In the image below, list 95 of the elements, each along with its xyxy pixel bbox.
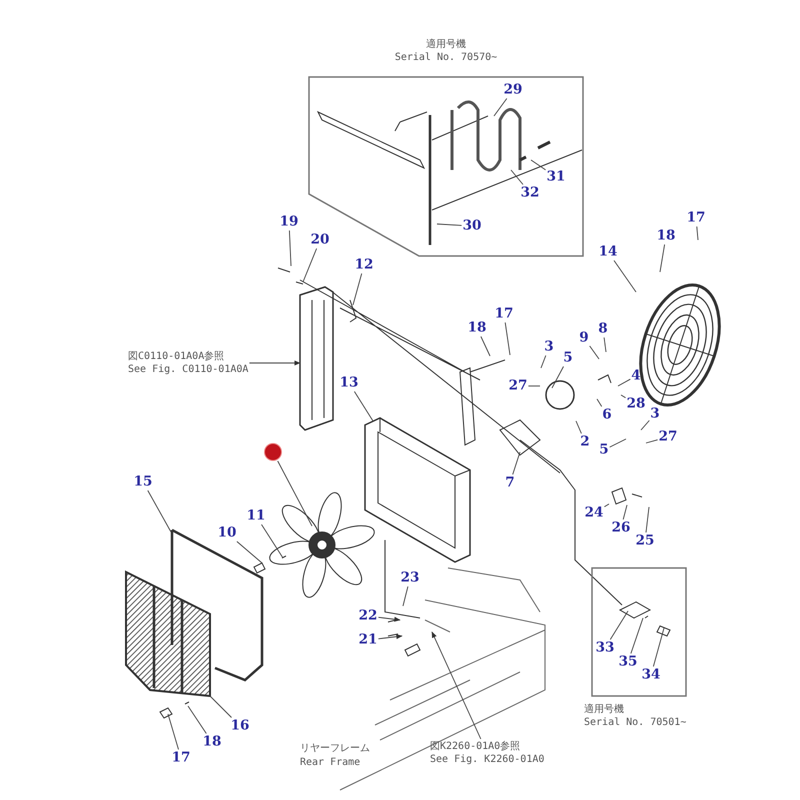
leader-line [646,506,650,533]
callout-number: 17 [172,750,190,766]
callout-number: 13 [340,376,358,390]
callout-number: 31 [546,170,566,184]
callout-number: 17 [686,210,706,226]
callout-number: 22 [358,608,378,624]
leader-line [604,337,606,352]
leader-line [277,460,312,526]
leader-line [696,226,698,240]
leader-line [354,391,374,422]
callout-number: 28 [626,396,646,412]
callout-number: 11 [246,508,266,524]
reference-note: See Fig. K2260-01A0 [430,753,544,766]
callout-number: 19 [280,214,298,230]
leader-line [660,244,666,272]
leader-line [480,336,490,356]
leader-line [620,394,626,398]
reference-note: 図C0110-01A0A参照 [128,350,226,363]
callout-number: 14 [598,244,618,260]
callout-number: 15 [134,474,152,490]
callout-number: 3 [544,340,554,354]
leader-line [530,160,546,170]
callout-number: 26 [612,520,630,536]
leader-line [188,706,207,734]
leader-line [576,420,582,434]
callout-number: 18 [656,228,676,244]
callout-number: 4 [631,368,641,384]
callout-number: 5 [563,350,573,366]
serial-note: 適用号機 [425,38,467,51]
callout-number: 20 [310,232,330,248]
leader-line [510,170,524,185]
leader-line [618,378,631,386]
leader-line [504,322,510,356]
leader-line [622,504,628,520]
callout-number: 27 [508,378,528,394]
leader-line [236,541,262,564]
callout-number: 10 [218,526,236,540]
callout-number: 33 [596,640,614,656]
leader-line [436,224,462,226]
callout-number: 12 [354,258,374,272]
callout-number: 32 [520,186,540,200]
reference-note: See Fig. C0110-01A0A [128,363,248,376]
serial-note: Serial No. 70501~ [584,716,688,729]
leader-line [652,628,664,667]
leader-arrow [378,616,401,622]
leader-line [604,504,610,508]
leader-arrow [248,360,301,366]
callout-number: 6 [602,408,612,422]
callout-number: 23 [400,570,420,586]
leader-line [630,618,644,654]
callout-number: 27 [658,430,678,444]
leader-line [609,438,626,448]
callout-number: 7 [505,476,515,490]
callout-number: 3 [650,406,660,422]
serial-note: 適用号機 [584,703,625,716]
leader-arrow [378,634,403,640]
leader-line [614,260,636,292]
leader-line [261,524,284,558]
callout-number: 8 [598,322,608,336]
callout-number: 30 [462,218,482,234]
leader-line [589,346,600,360]
leader-line [494,98,508,116]
leader-line [352,273,362,306]
callout-number: 9 [579,330,589,346]
callout-number: 17 [494,306,514,322]
leader-line [288,230,292,266]
callout-number: 24 [584,506,604,520]
leader-line [552,366,564,388]
callout-number: 2 [580,434,590,450]
frame-label: Rear Frame [300,756,360,769]
leader-arrow [432,631,482,740]
callout-number: 34 [642,668,660,682]
callout-number: 18 [202,734,222,750]
leader-line [610,610,628,640]
callout-number: 21 [358,632,378,648]
reference-note: 図K2260-01A0参照 [430,740,522,753]
leader-line [402,586,408,606]
callout-number: 5 [599,442,609,458]
leader-line [646,439,658,444]
serial-note: Serial No. 70570~ [394,51,498,64]
leader-line [168,714,179,750]
leader-line [640,420,650,430]
leader-line [512,452,520,475]
leader-line [210,696,232,718]
leader-line [147,490,172,532]
callout-number: 25 [636,534,654,548]
callout-number: 18 [468,320,486,336]
callout-number: 29 [504,82,522,98]
callout-circle [265,444,281,460]
leader-line [596,398,602,407]
callout-number: 35 [618,654,638,670]
frame-label: リヤーフレーム [300,742,370,755]
leader-line [540,355,546,368]
callout-number: 16 [230,718,250,734]
leader-line [302,248,318,282]
